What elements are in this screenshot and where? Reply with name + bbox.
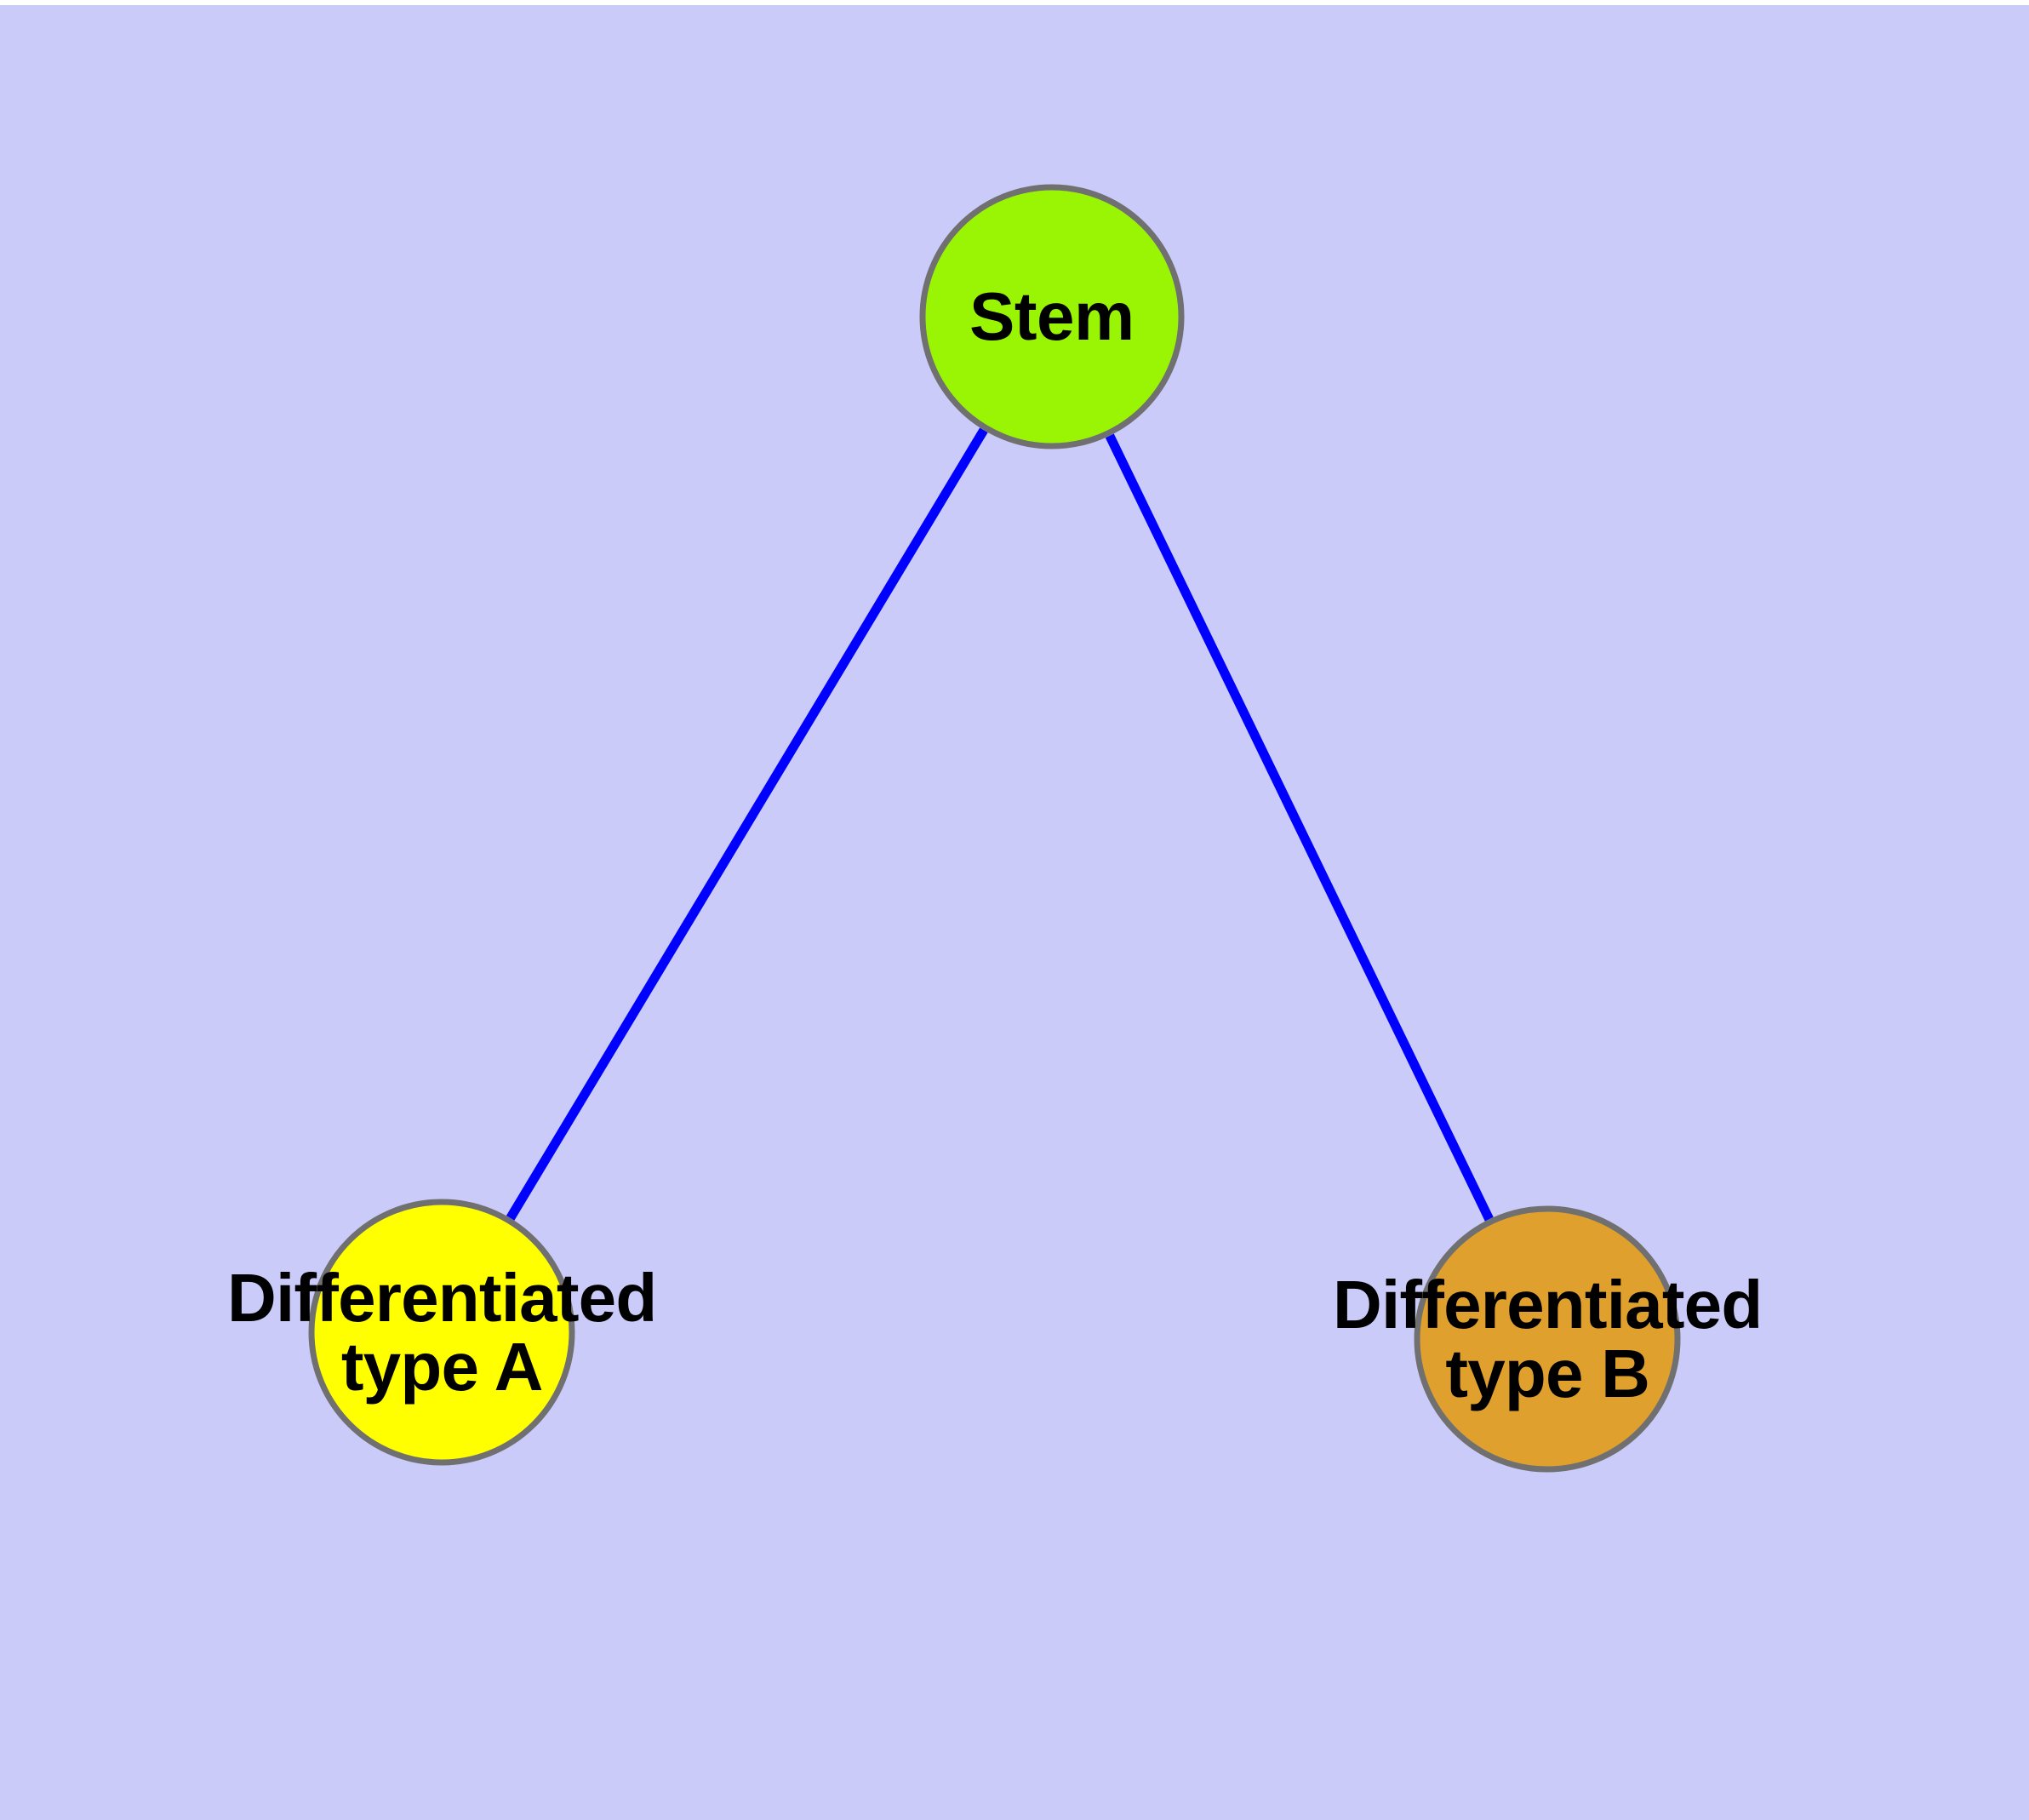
edge-stem-to-differentiated-type-b[interactable] <box>1105 433 1494 1222</box>
node-differentiated-type-b[interactable] <box>1414 1205 1681 1473</box>
graph-svg <box>308 184 1681 1473</box>
node-differentiated-type-a[interactable] <box>308 1199 575 1466</box>
node-stem[interactable] <box>919 184 1185 449</box>
node-layer <box>308 184 1681 1473</box>
edge-stem-to-differentiated-type-a[interactable] <box>506 427 988 1221</box>
edge-layer <box>506 427 1494 1222</box>
